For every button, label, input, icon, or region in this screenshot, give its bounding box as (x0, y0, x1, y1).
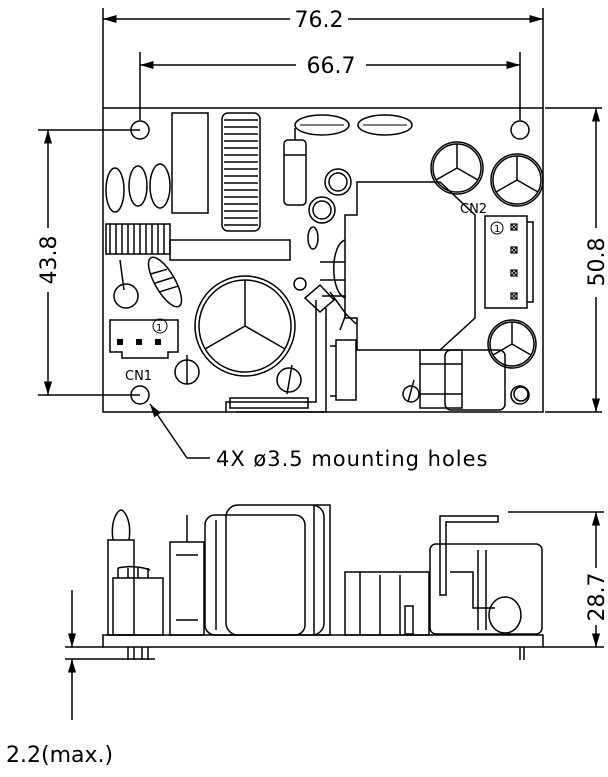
cn1-pin-number: 1 (156, 323, 162, 334)
dim-overall-height: 50.8 (585, 238, 608, 287)
pcb-pins (127, 647, 525, 660)
bleeder-resistor (113, 259, 139, 309)
side-output-capacitor (429, 543, 543, 635)
mounting-hole (510, 385, 530, 405)
small-component (402, 385, 420, 403)
cn2-label: CN2 (460, 202, 487, 217)
side-transformer (225, 504, 331, 636)
y-capacitor (294, 114, 350, 136)
dim-component-height: 28.7 (585, 573, 608, 622)
pcb-outline-side (102, 634, 544, 648)
output-inductor (419, 349, 506, 411)
mounting-hole (130, 120, 150, 140)
side-fuse (169, 515, 205, 636)
small-component (293, 277, 307, 291)
x-capacitor (149, 163, 171, 209)
output-capacitor (487, 319, 537, 369)
cn1-connector (109, 318, 179, 359)
toroid-inductor (221, 112, 261, 232)
mounting-hole-leader (149, 403, 188, 459)
x-capacitor (128, 165, 148, 207)
heatsink-bar (169, 239, 291, 261)
diode (147, 256, 183, 308)
side-core (344, 571, 430, 636)
cn1-pins (117, 339, 161, 345)
cn2-pins (510, 223, 518, 300)
vertical-resistor (276, 364, 302, 395)
small-part (303, 283, 336, 314)
small-capacitor (308, 196, 336, 224)
cn2-connector (484, 215, 534, 309)
small-component (513, 386, 529, 402)
side-x-capacitor (107, 509, 135, 636)
dim-overall-width: 76.2 (295, 8, 344, 33)
mounting-hole (130, 385, 150, 405)
y-capacitor (357, 114, 413, 136)
main-transformer (320, 181, 476, 351)
bulk-capacitor (194, 275, 296, 377)
x-capacitor (105, 167, 125, 213)
side-choke (112, 565, 164, 636)
component-block (171, 112, 209, 214)
output-capacitor (430, 141, 484, 195)
electrolytic-capacitor-small (283, 128, 307, 206)
cn2-pin-number: 1 (494, 224, 500, 235)
side-heatsink (439, 515, 499, 609)
output-capacitor (490, 153, 544, 207)
dim-hole-spacing-width: 66.7 (307, 54, 356, 79)
small-capacitor (324, 168, 352, 196)
dim-hole-spacing-height: 43.8 (37, 236, 62, 285)
cn1-label: CN1 (125, 369, 152, 384)
mounting-hole (510, 120, 530, 140)
mosfet-bracket (225, 300, 357, 413)
mounting-holes-note: 4X ø3.5 mounting holes (216, 447, 489, 471)
vertical-resistor (174, 355, 200, 385)
dim-pin-length: 2.2(max.) (6, 743, 113, 768)
small-component (307, 226, 319, 250)
line-filter-choke (105, 223, 171, 255)
side-bulk-capacitor (204, 514, 306, 636)
side-resistor (404, 596, 522, 635)
